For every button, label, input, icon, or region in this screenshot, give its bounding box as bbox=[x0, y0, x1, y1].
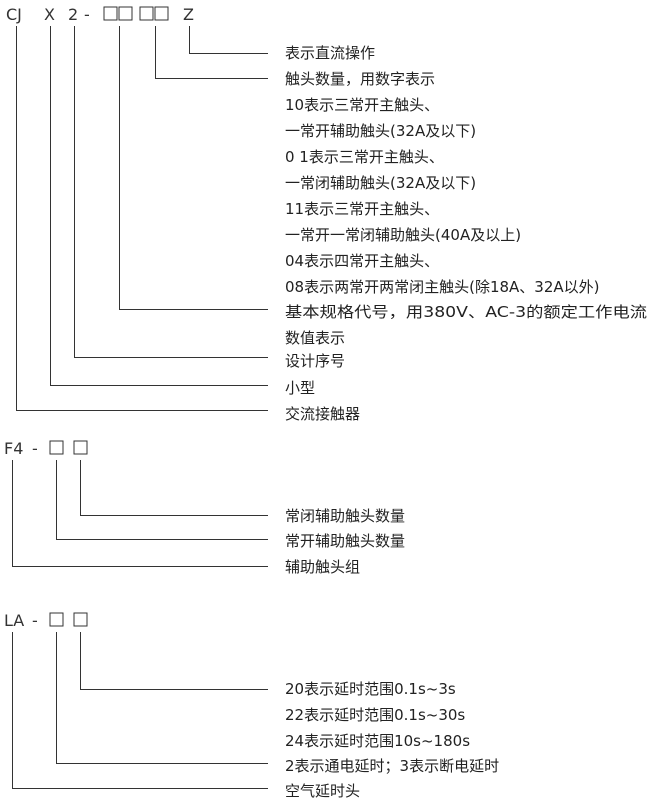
label-design-serial: 设计序号 bbox=[285, 352, 345, 370]
la-prefix-text: LA bbox=[4, 611, 24, 630]
label-range-22: 22表示延时范围0.1s~30s bbox=[285, 706, 465, 724]
leader-rating-code bbox=[119, 26, 268, 310]
leader-contact-count bbox=[155, 26, 268, 79]
label-range-24: 24表示延时范围10s~180s bbox=[285, 732, 470, 750]
label-contacts-title: 触头数量，用数字表示 bbox=[285, 70, 435, 88]
label-delay-mode: 2表示通电延时；3表示断电延时 bbox=[285, 757, 499, 775]
leader-delay-mode bbox=[56, 632, 268, 764]
cjx2-contact-box-2 bbox=[154, 6, 169, 21]
label-contacts-10a: 10表示三常开主触头、 bbox=[285, 96, 439, 114]
label-contacts-01a: 0 1表示三常开主触头、 bbox=[285, 148, 444, 166]
f4-no-box bbox=[49, 440, 64, 455]
cjx2-rating-box-2 bbox=[118, 6, 133, 21]
leader-small bbox=[50, 26, 268, 386]
cjx2-prefix-text: CJ bbox=[6, 5, 22, 24]
la-range-box bbox=[73, 612, 88, 627]
label-no-aux: 常开辅助触头数量 bbox=[285, 532, 405, 550]
leader-contactor bbox=[16, 26, 268, 411]
label-contacts-08: 08表示两常开两常闭主触头(除18A、32A以外) bbox=[285, 278, 600, 296]
leader-air-delay bbox=[12, 632, 268, 789]
f4-prefix-text: F4 bbox=[4, 439, 23, 458]
label-nc-aux: 常闭辅助触头数量 bbox=[285, 507, 405, 525]
la-code-block: LA - 20表示延时范围0.1s~3s 22表示延时范围0.1s~30s 24… bbox=[4, 611, 499, 800]
label-aux-group: 辅助触头组 bbox=[285, 558, 360, 576]
f4-code-block: F4 - 常闭辅助触头数量 常开辅助触头数量 辅助触头组 bbox=[4, 439, 405, 576]
leader-aux-group bbox=[12, 460, 268, 567]
la-mode-box bbox=[49, 612, 64, 627]
label-range-20: 20表示延时范围0.1s~3s bbox=[285, 680, 456, 698]
label-air-delay: 空气延时头 bbox=[285, 782, 360, 800]
f4-dash-text: - bbox=[32, 439, 38, 458]
f4-nc-box bbox=[73, 440, 88, 455]
leader-delay-range bbox=[80, 632, 268, 690]
label-contactor: 交流接触器 bbox=[285, 405, 360, 423]
cjx2-series-text: X bbox=[44, 5, 55, 24]
label-small: 小型 bbox=[285, 379, 315, 397]
cjx2-contact-box-1 bbox=[139, 6, 154, 21]
cjx2-rating-box-1 bbox=[103, 6, 118, 21]
label-rating-b: 数值表示 bbox=[285, 329, 345, 347]
label-rating-a: 基本规格代号，用380V、AC-3的额定工作电流 bbox=[285, 303, 647, 321]
label-contacts-11a: 11表示三常开主触头、 bbox=[285, 200, 439, 218]
label-contacts-04: 04表示四常开主触头、 bbox=[285, 252, 439, 270]
leader-no-aux bbox=[56, 460, 268, 540]
leader-design-serial bbox=[74, 26, 268, 358]
label-dc-operation: 表示直流操作 bbox=[285, 44, 375, 62]
la-dash-text: - bbox=[32, 611, 38, 630]
cjx2-design-text: 2 bbox=[68, 5, 78, 24]
cjx2-code-block: CJ X 2 - Z 表示直流操作 触头数量，用数字表示 10表示三常开主触头、… bbox=[6, 5, 647, 423]
cjx2-suffix-text: Z bbox=[183, 5, 194, 24]
cjx2-dash-text: - bbox=[84, 5, 90, 24]
label-contacts-01b: 一常闭辅助触头(32A及以下) bbox=[285, 174, 476, 192]
leader-dc-operation bbox=[189, 26, 268, 54]
label-contacts-10b: 一常开辅助触头(32A及以下) bbox=[285, 122, 476, 140]
leader-nc-aux bbox=[80, 460, 268, 516]
label-contacts-11b: 一常开一常闭辅助触头(40A及以上) bbox=[285, 226, 521, 244]
